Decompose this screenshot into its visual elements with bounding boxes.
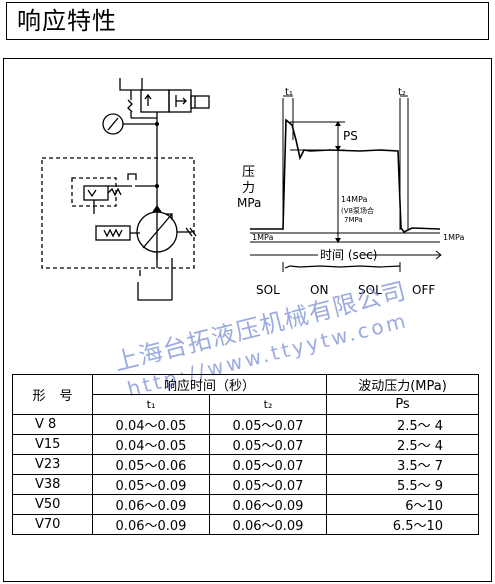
left-1mpa-label: 1MPa	[252, 233, 273, 242]
y-axis-label-2: 力	[242, 181, 255, 196]
header-t2: t₂	[208, 394, 328, 415]
level-14mpa-label: 14MPa	[341, 195, 368, 204]
table-row: V23 0.05～0.06 0.05～0.07 3.5～ 7	[12, 454, 480, 475]
on-label: ON	[310, 283, 328, 297]
cell-ps: 2.5～ 4	[326, 434, 480, 455]
right-1mpa-label: 1MPa	[443, 233, 464, 242]
level-note-1: (V8泵场合	[341, 206, 374, 215]
cell-model: V50	[12, 494, 93, 515]
cell-t1: 0.06～0.09	[92, 514, 210, 535]
header-pulse-pressure: 波动压力(MPa)	[326, 374, 480, 395]
cell-ps: 2.5～ 4	[326, 414, 480, 435]
sol-off-label: SOL	[358, 283, 382, 297]
cell-ps: 6～10	[326, 494, 480, 515]
cell-t2: 0.05～0.07	[208, 434, 328, 455]
cell-t2: 0.05～0.07	[208, 454, 328, 475]
cell-t2: 0.06～0.09	[208, 494, 328, 515]
time-axis-label: 时间 (sec)	[320, 248, 377, 262]
table-row: V38 0.05～0.09 0.05～0.07 5.5～ 9	[12, 474, 480, 495]
y-axis-label-unit: MPa	[237, 196, 261, 210]
header-response-time: 响应时间（秒）	[91, 374, 328, 395]
level-note-2: 7MPa	[344, 216, 363, 224]
cell-t1: 0.05～0.09	[92, 474, 210, 495]
ps-label: PS	[343, 129, 358, 143]
t1-label: t₁	[285, 87, 293, 98]
header-ps: Ps	[326, 394, 480, 415]
header-model: 形号	[12, 374, 93, 415]
cell-ps: 3.5～ 7	[326, 454, 480, 475]
cell-t1: 0.04～0.05	[92, 434, 210, 455]
cell-model: V 8	[12, 414, 93, 435]
sol-on-label: SOL	[256, 283, 280, 297]
cell-t1: 0.04～0.05	[92, 414, 210, 435]
table-row: V70 0.06～0.09 0.06～0.09 6.5～10	[12, 514, 480, 535]
cell-model: V23	[12, 454, 93, 475]
cell-t1: 0.05～0.06	[92, 454, 210, 475]
cell-ps: 6.5～10	[326, 514, 480, 535]
header-t1: t₁	[92, 394, 210, 415]
t2-label: t₂	[398, 87, 406, 98]
cell-t1: 0.06～0.09	[92, 494, 210, 515]
cell-t2: 0.05～0.07	[208, 474, 328, 495]
cell-t2: 0.06～0.09	[208, 514, 328, 535]
response-spec-table: 形号 响应时间（秒） 波动压力(MPa) t₁ t₂ Ps V 8 0.04～0…	[12, 374, 480, 535]
cell-model: V15	[12, 434, 93, 455]
page-title: 响应特性	[17, 7, 117, 35]
content-frame	[3, 58, 492, 582]
cell-t2: 0.05～0.07	[208, 414, 328, 435]
table-row: V50 0.06～0.09 0.06～0.09 6～10	[12, 494, 480, 515]
section-title-box: 响应特性	[6, 2, 489, 40]
cell-model: V38	[12, 474, 93, 495]
cell-model: V70	[12, 514, 93, 535]
off-label: OFF	[412, 283, 435, 297]
table-row: V 8 0.04～0.05 0.05～0.07 2.5～ 4	[12, 414, 480, 435]
table-row: V15 0.04～0.05 0.05～0.07 2.5～ 4	[12, 434, 480, 455]
table-header-row-1: 形号 响应时间（秒） 波动压力(MPa)	[12, 374, 480, 415]
y-axis-label-1: 压	[242, 165, 255, 180]
cell-ps: 5.5～ 9	[326, 474, 480, 495]
